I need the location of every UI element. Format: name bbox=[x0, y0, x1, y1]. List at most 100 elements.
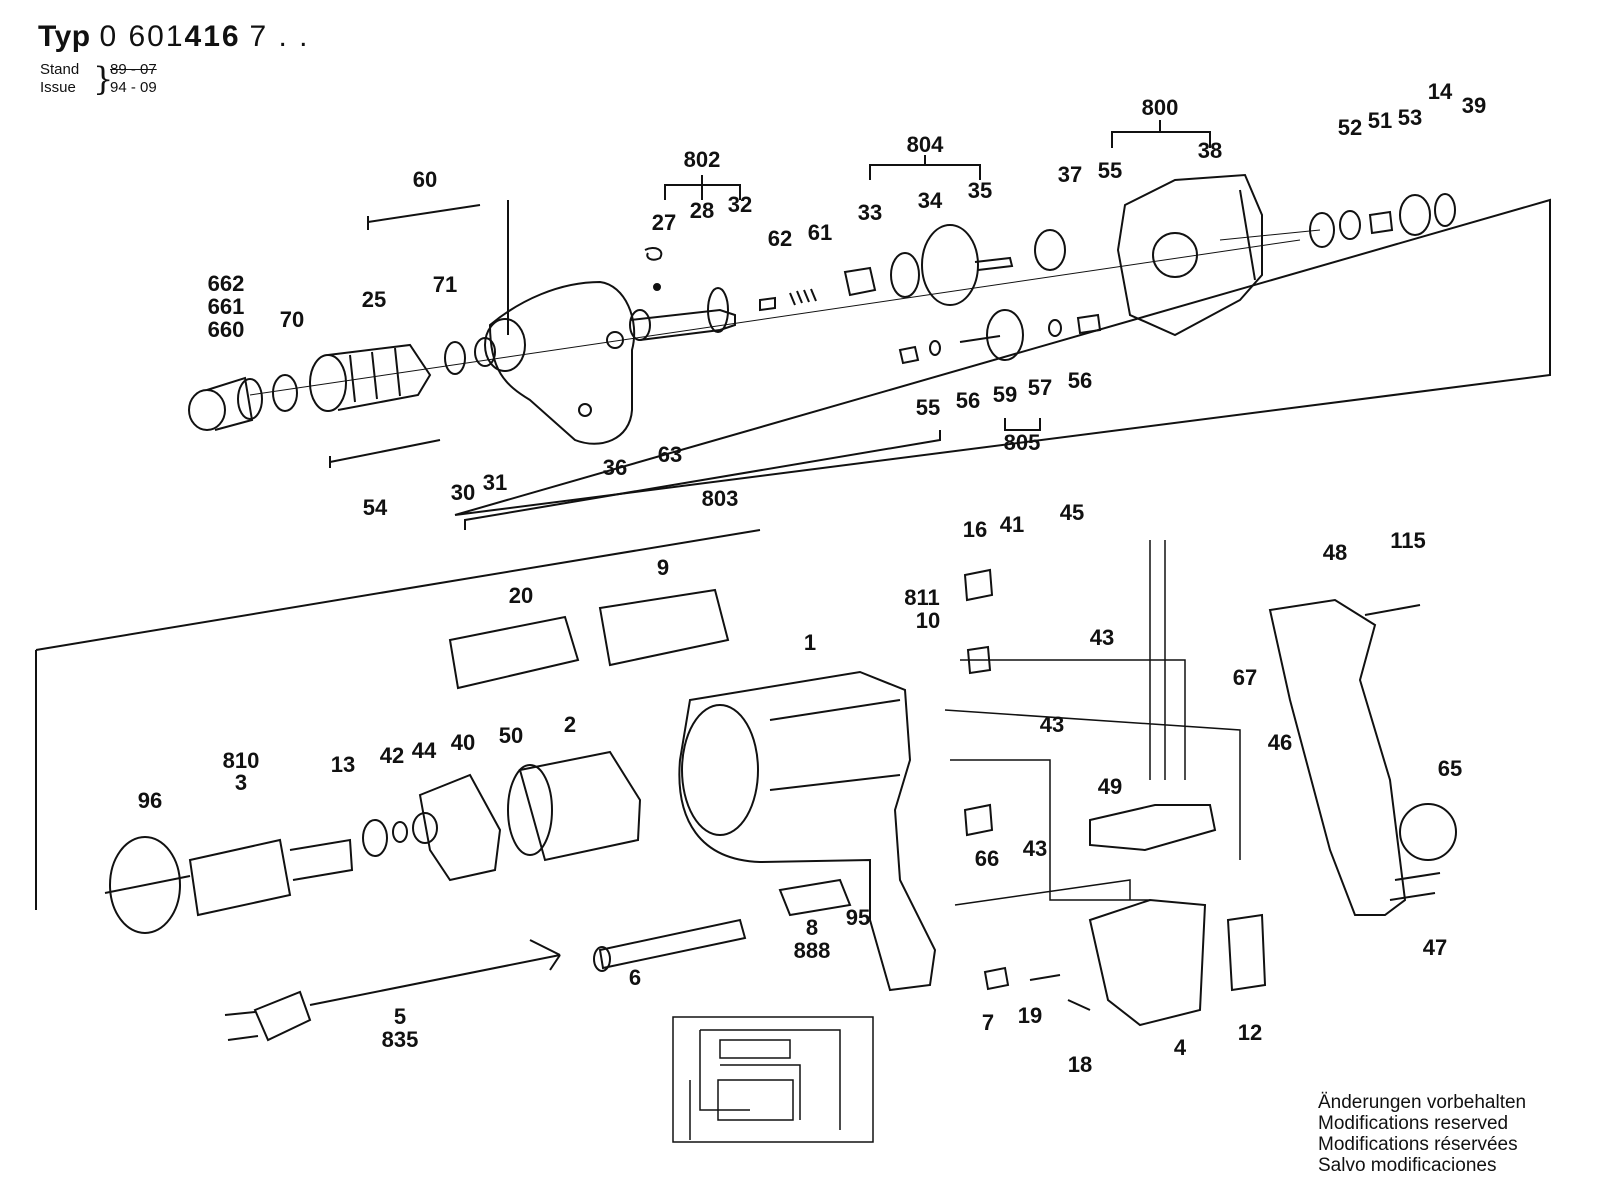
part-number-labels: 60 802 27 28 32 804 33 34 35 37 800 55 3… bbox=[138, 79, 1486, 1077]
part-label-25: 25 bbox=[362, 287, 386, 312]
part-label-5: 5 bbox=[394, 1004, 406, 1029]
typ-label: Typ bbox=[38, 20, 91, 53]
part-label-36: 36 bbox=[603, 455, 627, 480]
spring-61-shape bbox=[789, 288, 817, 306]
plate-20-shape bbox=[448, 615, 580, 690]
washer-31-shape bbox=[474, 337, 496, 367]
part-label-888: 888 bbox=[794, 938, 831, 963]
issue-value: 94 - 09 bbox=[110, 79, 157, 96]
part-label-9: 9 bbox=[657, 555, 669, 580]
part-label-8: 8 bbox=[806, 915, 818, 940]
brush-holder-16-shape bbox=[963, 568, 994, 602]
o-ring-70-shape bbox=[272, 374, 298, 412]
gear-804-shape bbox=[843, 224, 1014, 306]
part-label-40: 40 bbox=[451, 730, 475, 755]
capacitor-shape bbox=[1226, 913, 1267, 992]
bracket-800 bbox=[1111, 120, 1211, 148]
part-label-803: 803 bbox=[702, 486, 739, 511]
wiring-diagram-inset bbox=[672, 1016, 874, 1143]
flange-800-shape bbox=[1116, 173, 1263, 337]
stator-shape bbox=[507, 750, 642, 862]
part-label-63: 63 bbox=[658, 442, 682, 467]
part-label-55-lower: 55 bbox=[916, 395, 940, 420]
part-label-27: 27 bbox=[652, 210, 676, 235]
ball-28-shape bbox=[653, 283, 661, 291]
notice-line-fr: Modifications réservées bbox=[1318, 1134, 1518, 1155]
part-label-805: 805 bbox=[1004, 430, 1041, 455]
sleeve-25-shape bbox=[309, 343, 432, 412]
part-label-835: 835 bbox=[382, 1027, 419, 1052]
brace-glyph: } bbox=[93, 60, 114, 98]
typ-number-prefix: 0 601 bbox=[99, 20, 185, 53]
bracket-803 bbox=[464, 430, 941, 530]
wiring-harness bbox=[944, 540, 1241, 906]
part-label-71: 71 bbox=[433, 272, 457, 297]
stand-label: Stand bbox=[40, 61, 80, 78]
plate-9-shape bbox=[598, 588, 730, 667]
part-label-32: 32 bbox=[728, 192, 752, 217]
brush-holder-66-shape bbox=[963, 803, 994, 837]
part-label-28: 28 bbox=[690, 198, 714, 223]
part-label-66: 66 bbox=[975, 846, 999, 871]
part-label-43-bottom: 43 bbox=[1023, 836, 1047, 861]
armature-shape bbox=[104, 812, 438, 934]
screw-19-shape bbox=[1029, 974, 1061, 981]
part-label-662: 662 bbox=[208, 271, 245, 296]
part-label-61: 61 bbox=[808, 220, 832, 245]
label-65-shape bbox=[1399, 803, 1457, 861]
part-label-810: 810 bbox=[223, 748, 260, 773]
issue-label: Issue bbox=[40, 79, 76, 96]
part-label-2: 2 bbox=[564, 712, 576, 737]
part-label-6: 6 bbox=[629, 965, 641, 990]
end-shield-shape bbox=[418, 773, 502, 882]
part-label-44: 44 bbox=[412, 738, 437, 763]
part-label-70: 70 bbox=[280, 307, 304, 332]
typ-number-suffix: 7 . . bbox=[249, 20, 310, 53]
screw-54-shape bbox=[329, 439, 441, 468]
part-label-804: 804 bbox=[907, 132, 944, 157]
part-label-16: 16 bbox=[963, 517, 987, 542]
part-label-43-top: 43 bbox=[1090, 625, 1114, 650]
part-label-56-left: 56 bbox=[956, 388, 980, 413]
stand-value: 89 - 07 bbox=[110, 61, 157, 78]
part-label-14: 14 bbox=[1428, 79, 1453, 104]
gear-housing-shape bbox=[484, 280, 636, 445]
bush-6-shape bbox=[598, 918, 747, 970]
pin-62-shape bbox=[759, 296, 776, 312]
part-label-10: 10 bbox=[916, 608, 940, 633]
insulation-8-shape bbox=[778, 878, 852, 917]
notice-line-de: Änderungen vorbehalten bbox=[1318, 1092, 1527, 1113]
bearing-37-shape bbox=[1034, 229, 1066, 271]
spindle-shape bbox=[629, 287, 736, 341]
part-label-800: 800 bbox=[1142, 95, 1179, 120]
typ-number-bold: 416 bbox=[184, 20, 241, 53]
part-label-1: 1 bbox=[804, 630, 816, 655]
sleeve-55-shape bbox=[1076, 313, 1102, 335]
part-label-67: 67 bbox=[1233, 665, 1257, 690]
handle-cover-shape bbox=[1268, 598, 1407, 916]
upper-frame bbox=[454, 198, 1551, 516]
type-number: Typ 0 601416 7 . . bbox=[38, 20, 309, 54]
screw-115-shape bbox=[1364, 604, 1421, 616]
part-label-661: 661 bbox=[208, 294, 245, 319]
part-label-96: 96 bbox=[138, 788, 162, 813]
part-label-51: 51 bbox=[1368, 108, 1392, 133]
part-label-802: 802 bbox=[684, 147, 721, 172]
part-label-38: 38 bbox=[1198, 138, 1222, 163]
lower-frame bbox=[35, 529, 761, 910]
part-label-811: 811 bbox=[904, 585, 940, 610]
part-label-12: 12 bbox=[1238, 1020, 1262, 1045]
part-label-42: 42 bbox=[380, 743, 404, 768]
part-label-62: 62 bbox=[768, 226, 792, 251]
part-label-95: 95 bbox=[846, 905, 870, 930]
part-label-53: 53 bbox=[1398, 105, 1422, 130]
part-label-55-upper: 55 bbox=[1098, 158, 1122, 183]
bracket-805 bbox=[1004, 418, 1041, 431]
part-label-115: 115 bbox=[1390, 528, 1426, 553]
part-label-43-middle: 43 bbox=[1040, 712, 1064, 737]
part-label-35: 35 bbox=[968, 178, 992, 203]
part-label-660: 660 bbox=[208, 317, 245, 342]
notice-line-en: Modifications reserved bbox=[1318, 1113, 1509, 1134]
